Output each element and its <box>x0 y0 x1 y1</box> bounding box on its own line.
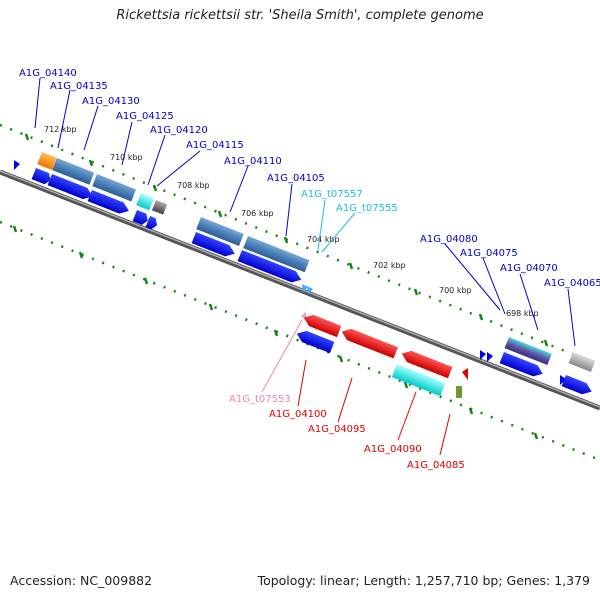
tick-labels: 712 kbp 710 kbp 708 kbp 706 kbp 704 kbp … <box>44 125 539 318</box>
gene-arrow <box>561 375 592 395</box>
gene-label: A1G_04130 <box>82 96 140 107</box>
gene-label: A1G_04135 <box>50 81 108 92</box>
gene-purple <box>504 337 552 366</box>
tick-label: 698 kbp <box>506 309 539 318</box>
tick-label: 708 kbp <box>177 181 210 190</box>
gene-labels-bottom: A1G_t07553 A1G_04100 A1G_04095 A1G_04090… <box>229 394 465 471</box>
gene-label: A1G_04110 <box>224 156 282 167</box>
gene-arrow-small <box>14 160 20 170</box>
gene-arrow-red <box>401 350 453 379</box>
gene-arrow <box>132 210 148 225</box>
gene-label: A1G_04100 <box>269 409 327 420</box>
gene-label: A1G_t07557 <box>301 189 363 200</box>
gene-arrow <box>499 352 543 377</box>
gene-olive <box>456 386 462 398</box>
gene-arrow-small <box>560 375 566 385</box>
gene-orange <box>37 152 57 170</box>
gene-block <box>92 174 137 202</box>
gene-arrow <box>31 168 51 185</box>
gene-grey <box>568 352 596 372</box>
gene-arrow-blue <box>296 330 335 354</box>
gene-arrow-red-small <box>462 368 468 380</box>
ruler-major-ticks <box>12 133 549 440</box>
gene-label: A1G_04120 <box>150 125 208 136</box>
gene-label: A1G_04080 <box>420 234 478 245</box>
gene-arrow <box>47 174 93 200</box>
gene-arrow-small <box>487 352 493 362</box>
gene-block <box>196 217 244 246</box>
gene-cyan-block <box>391 364 446 397</box>
upper-strand-genes <box>37 152 596 372</box>
gene-arrow <box>191 232 235 257</box>
gene-label: A1G_04065 <box>544 278 600 289</box>
gene-dark <box>151 200 168 215</box>
gene-block <box>52 158 95 185</box>
genome-summary-text: Topology: linear; Length: 1,257,710 bp; … <box>257 573 590 588</box>
gene-arrow <box>87 190 129 214</box>
gene-label: A1G_t07555 <box>336 203 398 214</box>
gene-cyan <box>136 193 155 211</box>
gene-label: A1G_04140 <box>19 68 77 79</box>
gene-label: A1G_04115 <box>186 140 244 151</box>
gene-label: A1G_04105 <box>267 173 325 184</box>
gene-arrow-red <box>303 314 342 338</box>
tick-label: 710 kbp <box>110 153 143 162</box>
gene-arrow-red <box>341 328 398 359</box>
genome-backbone <box>0 169 600 411</box>
gene-label: A1G_04075 <box>460 248 518 259</box>
upper-strand-arrows <box>14 160 592 395</box>
accession-text: Accession: NC_009882 <box>10 573 153 588</box>
tick-label: 700 kbp <box>439 286 472 295</box>
tick-label: 702 kbp <box>373 261 406 270</box>
gene-label: A1G_04070 <box>500 263 558 274</box>
genome-title: Rickettsia rickettsii str. 'Sheila Smith… <box>116 8 484 23</box>
gene-arrow-cyan <box>307 286 313 294</box>
gene-arrow <box>237 250 302 283</box>
gene-labels-top: A1G_04140 A1G_04135 A1G_04130 A1G_04125 … <box>19 68 600 289</box>
gene-arrow-small <box>480 350 486 360</box>
gene-arrow-cyan <box>302 284 308 292</box>
gene-arrow <box>145 216 158 230</box>
tick-label: 712 kbp <box>44 125 77 134</box>
gene-block <box>243 236 310 273</box>
gene-label: A1G_04125 <box>116 111 174 122</box>
leader-lines-top <box>34 77 576 347</box>
lower-strand-genes <box>296 312 468 398</box>
gene-label: A1G_04095 <box>308 424 366 435</box>
gene-label: A1G_04090 <box>364 444 422 455</box>
leader-lines-bottom <box>261 319 451 456</box>
tick-label: 704 kbp <box>307 235 340 244</box>
gene-label: A1G_04085 <box>407 460 465 471</box>
tick-label: 706 kbp <box>241 209 274 218</box>
gene-label: A1G_t07553 <box>229 394 291 405</box>
